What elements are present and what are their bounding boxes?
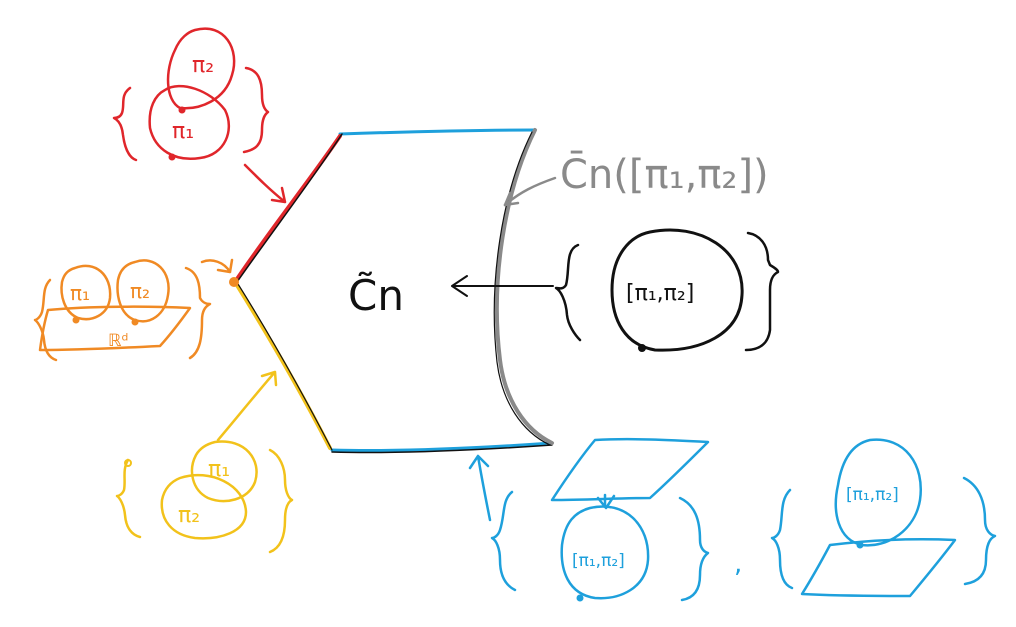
bottom-edge-black (331, 444, 553, 454)
center-label: C̃n (348, 270, 404, 320)
lower-left-edge-black (237, 283, 333, 451)
yellow-small-mark (124, 459, 132, 467)
center-region (229, 128, 554, 454)
boundary-annotation: C̄n([π₁,π₂]) (503, 150, 769, 207)
orange-right-label: π₂ (130, 279, 150, 303)
orange-dot-right (131, 318, 139, 326)
blue-connector (596, 493, 616, 510)
blue-plane-right (800, 537, 957, 598)
yellow-left-brace (115, 458, 142, 539)
black-right-bracket (744, 231, 780, 352)
orange-plane-label: ℝᵈ (108, 331, 128, 351)
yellow-top-label: π₁ (208, 457, 230, 482)
black-circle-dot (638, 344, 646, 352)
blue-left-brace (490, 490, 517, 592)
blue-right-label: [π₁,π₂] (846, 485, 899, 505)
orange-annotation: π₁ π₂ ℝᵈ (33, 258, 234, 362)
vertex-dot (229, 277, 239, 287)
blue-circle-right (834, 438, 922, 547)
blue-arrow (468, 454, 492, 522)
red-bottom-label: π₁ (172, 119, 194, 144)
blue-right-bracket-left (678, 496, 710, 602)
lower-left-edge (233, 280, 332, 450)
yellow-circle-top (190, 440, 258, 503)
yellow-annotation: π₁ π₂ (115, 370, 294, 554)
yellow-arrow (216, 370, 278, 442)
orange-dot-left (72, 316, 80, 324)
red-top-label: π₂ (192, 53, 214, 78)
upper-left-edge-black (236, 133, 343, 283)
bottom-edge (330, 441, 554, 453)
boundary-arrowhead (503, 191, 520, 207)
orange-left-label: π₁ (70, 281, 90, 305)
red-right-bracket (242, 66, 270, 154)
right-boundary-black (493, 131, 551, 446)
orange-right-bracket (184, 266, 212, 360)
blue-left-brace-2 (770, 488, 794, 590)
yellow-bottom-label: π₂ (178, 503, 200, 528)
blue-annotation: [π₁,π₂] , [π₁,π₂] (468, 437, 997, 602)
black-circle-label: [π₁,π₂] (626, 281, 694, 306)
orange-plane (38, 305, 192, 352)
blue-circle-right-dot (856, 541, 864, 549)
red-junction-dot (178, 106, 186, 114)
black-left-brace (554, 243, 582, 342)
blue-plane-left (550, 437, 710, 502)
right-boundary (494, 128, 554, 445)
blue-comma: , (734, 549, 742, 579)
blue-right-bracket-right (962, 476, 997, 586)
red-bottom-dot (168, 153, 176, 161)
blue-left-label: [π₁,π₂] (572, 551, 625, 571)
yellow-circle-bottom (160, 473, 248, 540)
orange-arrow (200, 258, 234, 274)
blue-circle-left (560, 505, 650, 600)
red-circle-bottom (148, 84, 231, 160)
black-arrow (451, 275, 554, 297)
black-annotation: [π₁,π₂] (451, 228, 780, 352)
red-left-brace (112, 86, 138, 162)
red-arrow (243, 163, 287, 204)
boundary-arrow (503, 176, 557, 207)
red-annotation: π₂ π₁ (112, 27, 287, 204)
yellow-right-bracket (268, 448, 294, 554)
top-edge (338, 128, 537, 136)
black-circle (610, 228, 744, 352)
blue-circle-left-dot (576, 594, 584, 602)
upper-left-edge (233, 134, 342, 284)
boundary-label: C̄n([π₁,π₂]) (560, 150, 769, 198)
